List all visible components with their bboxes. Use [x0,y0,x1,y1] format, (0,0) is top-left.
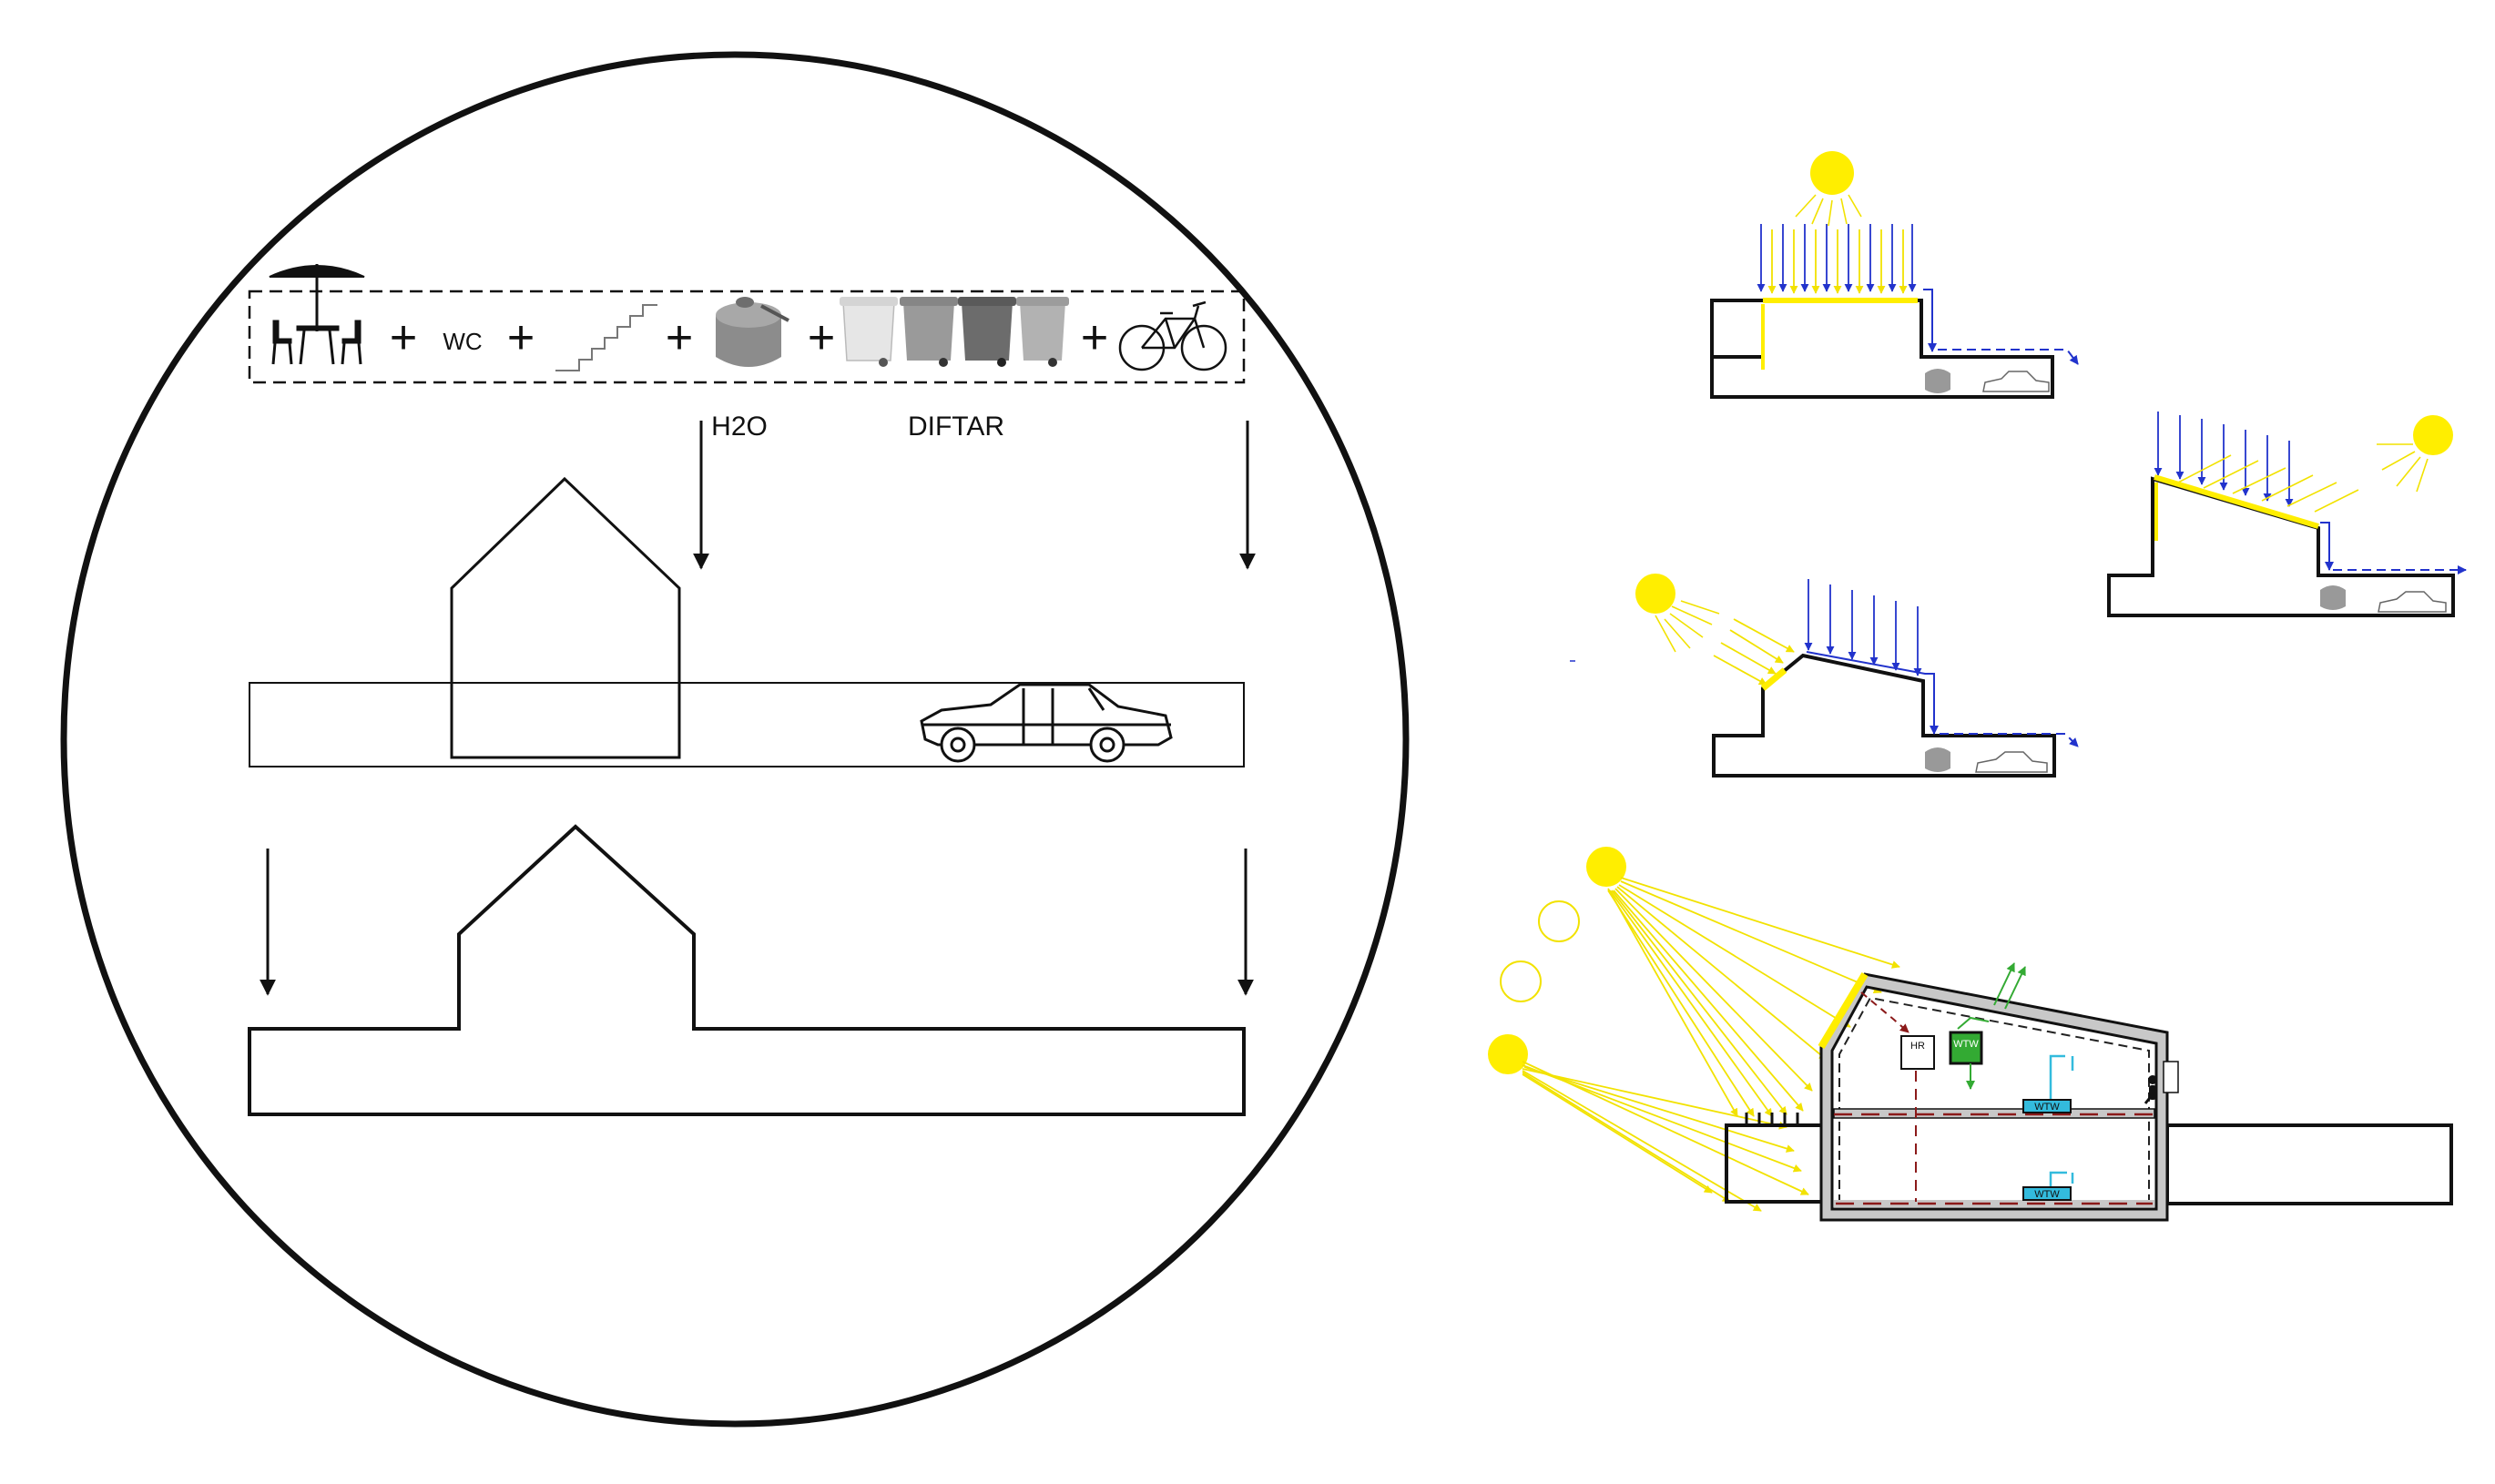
water-tank-icon [716,297,789,367]
rain-arrow-icon [1757,224,1917,292]
plus-sign-4: + [808,311,835,364]
car-icon [1982,371,2050,392]
building-section [1712,653,2056,778]
section-gable-roof [1570,574,2079,778]
ground-slab-right [2165,1123,2453,1205]
waste-bin-icon [900,297,958,367]
sun-orbit-ghost [1500,961,1542,1002]
building-section [1710,299,2054,399]
waste-bin-icon [840,297,898,367]
diftar-label: DIFTAR [908,412,1004,442]
water-tank-icon [1925,747,1950,772]
stairs-icon [555,304,657,371]
h2o-label: H2O [711,412,768,442]
house-outline [450,476,681,759]
bicycle-icon [1118,300,1227,371]
plus-sign-3: + [666,311,693,364]
section-monopitch-roof [2107,412,2467,617]
car-icon [2378,591,2447,613]
wtw-floor-label: WTW [2034,1102,2060,1113]
wtw-unit [1949,1031,1983,1065]
water-tank-icon [2320,585,2346,610]
plus-sign-1: + [390,311,417,364]
building-section [2107,476,2455,617]
sun-orbit-ghost [1538,900,1580,942]
hr-unit-label: HR [1910,1041,1925,1052]
rain-arrow-icon [2154,412,2294,507]
concept-circle-panel: + WC + + + [60,51,1410,1428]
section-flat-roof [1710,151,2079,399]
wtw-ground-unit [2022,1186,2072,1201]
hr-unit [1900,1035,1935,1070]
wtw-ground-label: WTW [2034,1189,2060,1200]
program-box [248,290,1246,384]
wtw-floor-unit [2022,1099,2072,1113]
merged-building-outline [248,824,1246,1116]
sun-icon [1810,151,1854,195]
car-icon [1975,751,2048,773]
sun-icon [2413,415,2453,455]
waste-bin-icon [1016,297,1069,367]
ground-slab-left [1725,1123,1825,1204]
sun-icon [1635,574,1675,614]
section-detailed: HR WTW WTW WTW [1488,847,2453,1222]
rain-arrow-icon [1804,579,1922,676]
building-shell [1819,972,2169,1222]
car-icon [920,683,1173,763]
window [2163,1061,2179,1093]
plus-sign-2: + [507,311,535,364]
water-tank-icon [1925,369,1950,393]
wtw-unit-label: WTW [1953,1039,1979,1050]
wc-label: WC [443,328,482,355]
person-icon [2144,1075,2157,1104]
plus-sign-5: + [1081,311,1108,364]
sun-icon [1488,1034,1528,1074]
terrace-table-icon [269,264,365,365]
street-strip [249,682,1245,767]
waste-bin-icon [958,297,1016,367]
sun-icon [1586,847,1626,887]
concept-circle [60,51,1410,1428]
